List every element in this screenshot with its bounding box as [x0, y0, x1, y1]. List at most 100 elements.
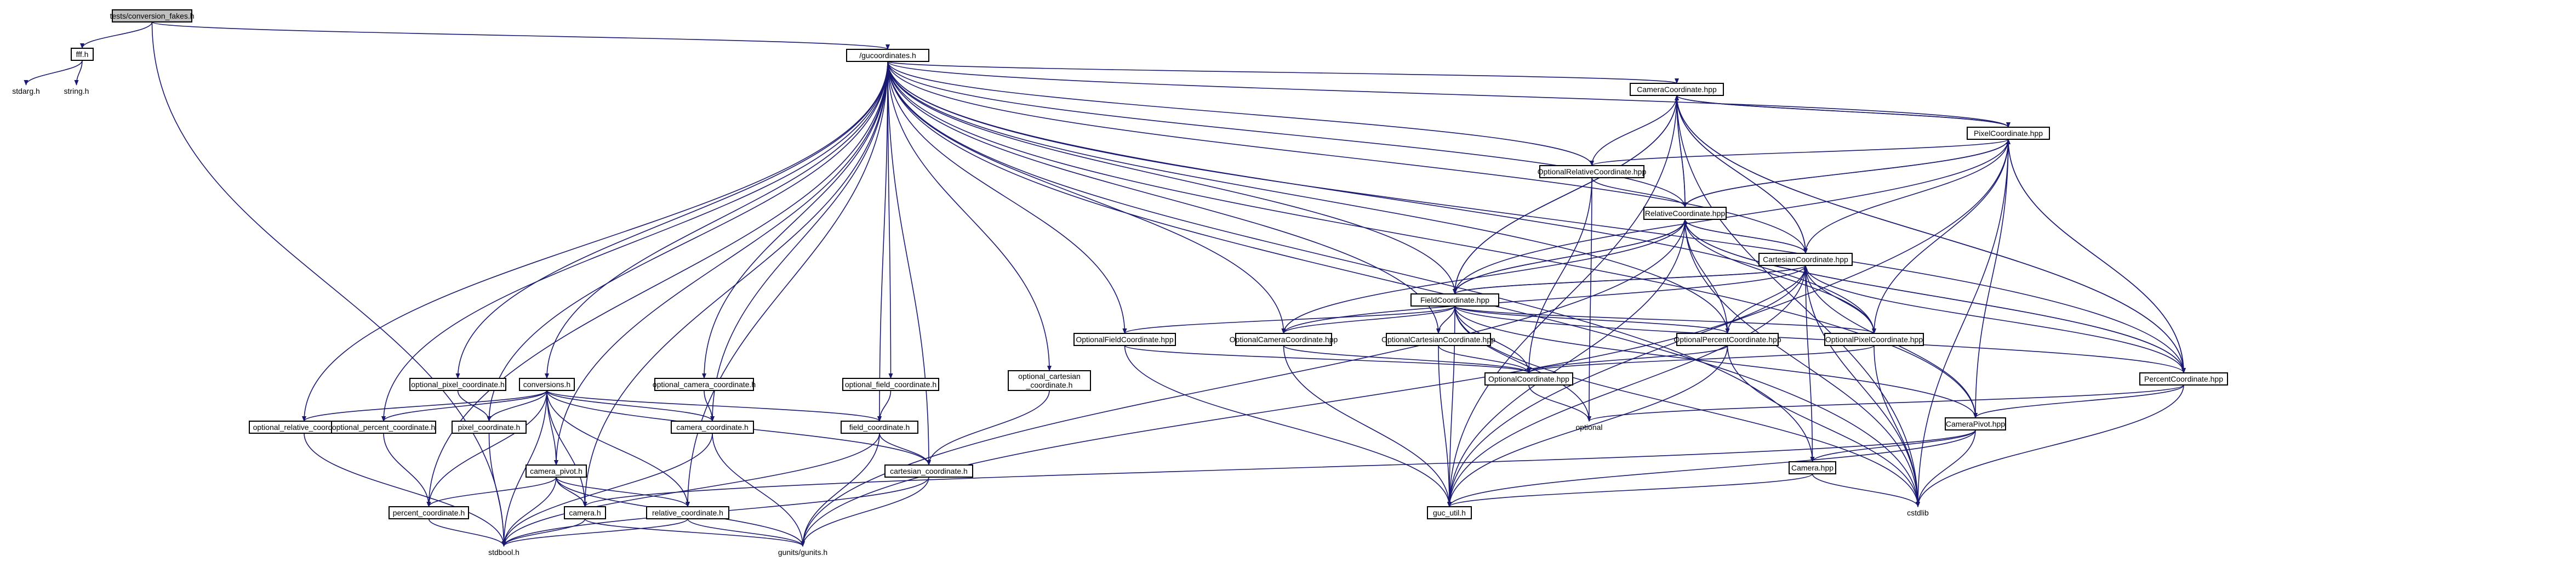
node-label: /gucoordinates.h	[859, 51, 916, 60]
node-box	[71, 48, 94, 61]
include-edge	[1675, 95, 2184, 373]
graph-node-optpctc[interactable]: optional_percent_coordinate.h	[331, 421, 436, 434]
include-edge	[455, 61, 888, 379]
graph-node-campivothpp[interactable]: CameraPivot.hpp	[1945, 417, 2006, 430]
graph-node-optrelhpp[interactable]: OptionalRelativeCoordinate.hpp	[1538, 165, 1647, 178]
node-label: fff.h	[76, 50, 89, 59]
graph-node-stdarg: stdarg.h	[12, 87, 40, 95]
include-edge	[545, 61, 888, 379]
graph-node-camerac[interactable]: camera_coordinate.h	[671, 421, 754, 434]
include-edge	[2006, 139, 2184, 373]
include-edge	[1447, 473, 1813, 507]
include-edge	[1454, 305, 1876, 334]
include-edge	[74, 60, 83, 86]
include-edge	[582, 61, 888, 507]
include-edge	[704, 390, 715, 422]
graph-node-optcamc[interactable]: optional_camera_coordinate.h	[653, 378, 756, 391]
include-edge	[1727, 345, 1920, 507]
graph-node-camerahpp[interactable]: Camera.hpp	[1789, 461, 1836, 474]
graph-node-relc[interactable]: relative_coordinate.h	[646, 506, 729, 519]
graph-node-cartc[interactable]: cartesian_coordinate.h	[884, 464, 973, 478]
include-edge	[1805, 265, 1815, 462]
graph-node-fieldc[interactable]: field_coordinate.h	[841, 421, 918, 434]
include-edge	[801, 265, 1806, 547]
include-edge	[546, 390, 715, 422]
include-edge	[457, 390, 492, 422]
graph-node-carthpp[interactable]: CartesianCoordinate.hpp	[1758, 253, 1853, 266]
include-edge	[383, 433, 431, 507]
include-edge	[1124, 345, 1452, 507]
graph-node-fieldhpp[interactable]: FieldCoordinate.hpp	[1410, 293, 1499, 307]
include-edge	[887, 61, 1808, 254]
include-edge	[702, 61, 888, 379]
include-edge	[1812, 473, 1920, 507]
graph-node-pcthpp[interactable]: PercentCoordinate.hpp	[2139, 372, 2228, 386]
include-edge	[887, 61, 1876, 334]
graph-node-pixelc[interactable]: pixel_coordinate.h	[452, 421, 527, 434]
node-box	[1410, 293, 1499, 307]
include-edge	[487, 61, 888, 422]
include-edge	[501, 390, 547, 547]
graph-node-guc[interactable]: /gucoordinates.h	[846, 49, 929, 62]
node-box	[1967, 127, 2050, 140]
include-edge	[556, 477, 587, 507]
node-label: optional_percent_coordinate.h	[332, 423, 435, 432]
include-edge	[887, 61, 1052, 371]
node-label: Camera.hpp	[1791, 463, 1834, 472]
graph-node-gucutil[interactable]: guc_util.h	[1427, 506, 1472, 519]
include-edge	[887, 61, 2010, 128]
graph-node-optfieldhpp[interactable]: OptionalFieldCoordinate.hpp	[1073, 333, 1176, 346]
include-edge	[304, 433, 506, 547]
graph-node-optpixhpp[interactable]: OptionalPixelCoordinate.hpp	[1824, 333, 1924, 346]
include-edge	[1675, 95, 2009, 128]
node-label: OptionalRelativeCoordinate.hpp	[1538, 167, 1647, 176]
graph-node-root[interactable]: tests/conversion_fakes.h	[110, 9, 195, 22]
graph-node-optpixelc[interactable]: optional_pixel_coordinate.h	[409, 378, 506, 391]
graph-node-camerah[interactable]: camera.h	[564, 506, 606, 519]
node-label: RelativeCoordinate.hpp	[1645, 209, 1726, 218]
graph-node-pixelhpp[interactable]: PixelCoordinate.hpp	[1967, 127, 2050, 140]
include-edge	[24, 60, 83, 86]
node-box	[519, 378, 575, 391]
graph-node-optpcthpp[interactable]: OptionalPercentCoordinate.hpp	[1673, 333, 1781, 346]
node-box	[452, 421, 527, 434]
node-label: cstdlib	[1907, 508, 1929, 517]
graph-node-relhpp[interactable]: RelativeCoordinate.hpp	[1643, 207, 1727, 220]
include-edge	[1281, 305, 1455, 334]
node-label: FieldCoordinate.hpp	[1420, 296, 1489, 304]
graph-node-optfieldc[interactable]: optional_field_coordinate.h	[842, 378, 939, 391]
include-edge	[1916, 139, 2009, 507]
graph-node-camcoordhpp[interactable]: CameraCoordinate.hpp	[1630, 83, 1724, 96]
include-edge	[426, 390, 547, 507]
include-edge	[1454, 219, 1687, 294]
node-box	[564, 506, 606, 519]
include-edge	[887, 61, 1679, 84]
node-box	[841, 421, 918, 434]
graph-node-conversions[interactable]: conversions.h	[519, 378, 575, 391]
node-box	[671, 421, 754, 434]
include-edge	[1684, 219, 1920, 507]
include-edge	[887, 61, 2186, 373]
graph-node-fffh[interactable]: fff.h	[71, 48, 94, 61]
include-edge	[686, 61, 888, 507]
include-edge	[1528, 384, 1591, 422]
graph-node-optcoordhpp[interactable]: OptionalCoordinate.hpp	[1484, 372, 1573, 386]
include-edge	[1527, 345, 1728, 373]
include-edge	[1810, 429, 1976, 462]
node-box	[1008, 370, 1091, 391]
include-edge	[1590, 139, 2009, 166]
graph-node-campivotc[interactable]: camera_pivot.h	[526, 464, 587, 478]
include-edge	[887, 61, 1730, 334]
include-edge	[1916, 384, 2184, 507]
graph-node-optcamhpp[interactable]: OptionalCameraCoordinate.hpp	[1230, 333, 1338, 346]
include-edge	[1591, 177, 1687, 208]
include-edge	[1805, 139, 2010, 254]
graph-node-pctc[interactable]: percent_coordinate.h	[389, 506, 469, 519]
graph-node-optcarthpp[interactable]: OptionalCartesianCoordinate.hpp	[1381, 333, 1495, 346]
include-edge	[1805, 265, 1920, 507]
graph-node-optional: optional	[1575, 423, 1602, 432]
include-edge	[927, 390, 1050, 466]
include-edge	[887, 61, 1815, 462]
graph-node-optcartc[interactable]: optional_cartesian_coordinate.h	[1008, 370, 1091, 391]
